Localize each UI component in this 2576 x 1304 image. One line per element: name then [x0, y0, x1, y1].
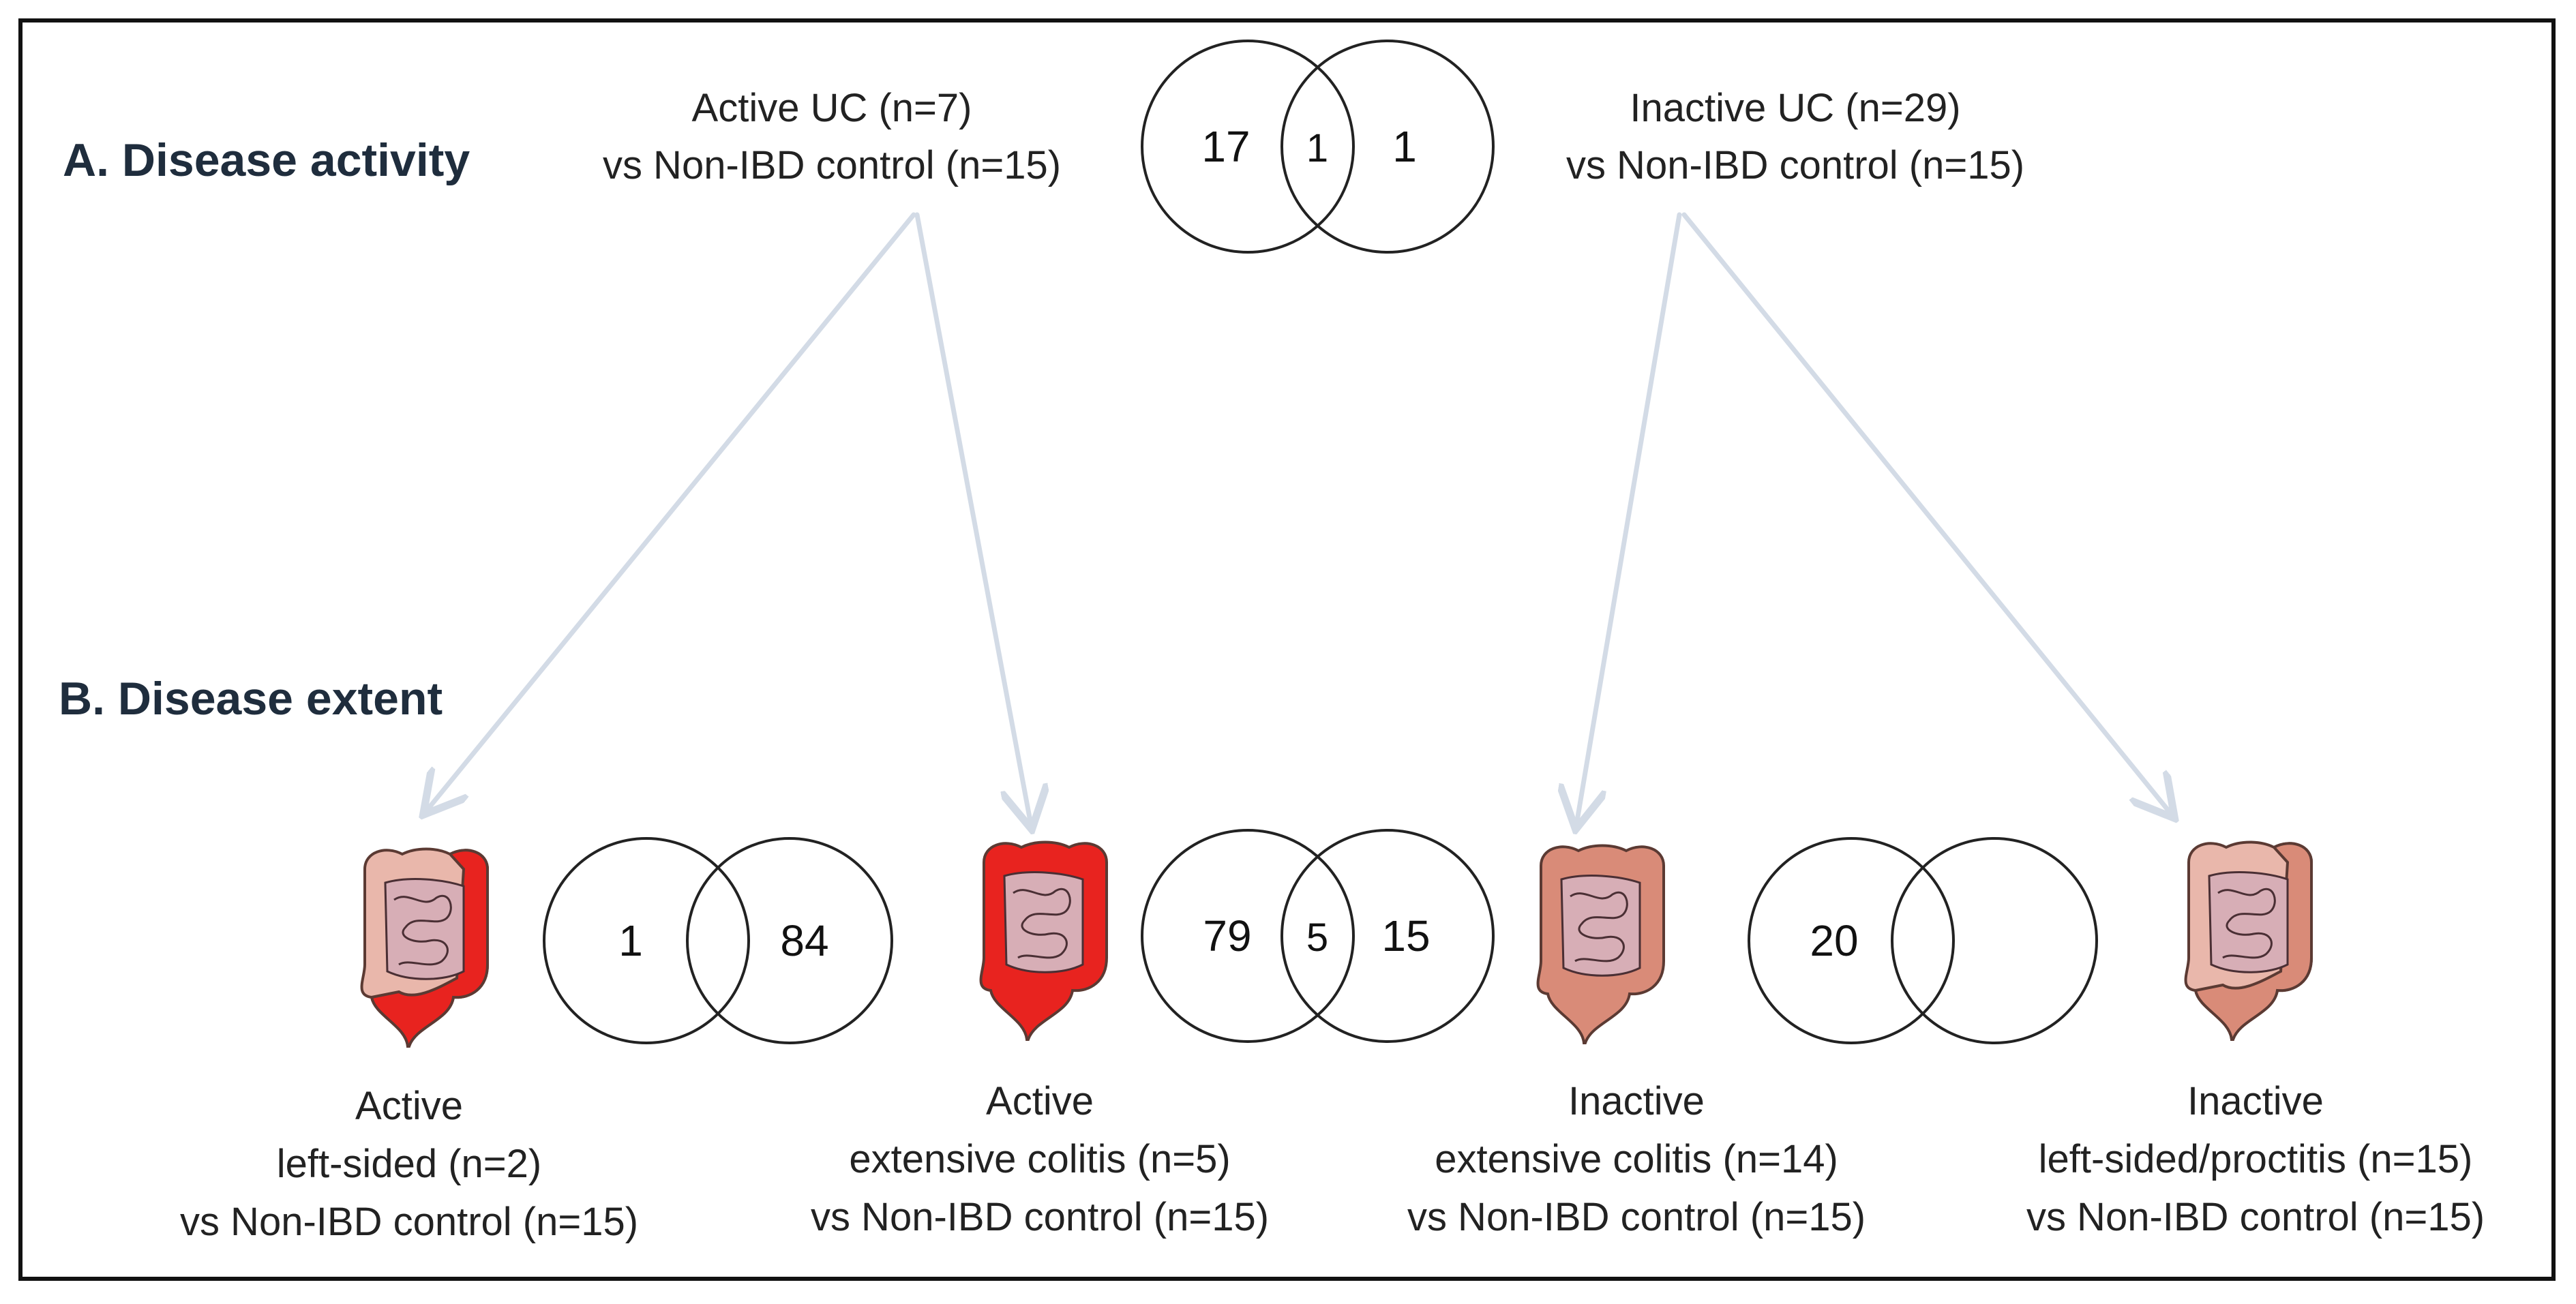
venn-extent-2-overlap-count: 5: [1306, 915, 1328, 960]
active-uc-label-line-2: vs Non-IBD control (n=15): [603, 143, 1061, 187]
group-label-inactive-left-sided: Inactive left-sided/proctitis (n=15) vs …: [2026, 1079, 2485, 1239]
inactive-uc-label: Inactive UC (n=29) vs Non-IBD control (n…: [1566, 86, 2024, 187]
figure-border: [18, 18, 2556, 1281]
group-1-line-3: vs Non-IBD control (n=15): [180, 1200, 638, 1244]
arrow-to-active-left-sided: [426, 212, 916, 811]
venn-extent-1-left-circle: [543, 837, 750, 1044]
venn-extent-2-left-circle: [1141, 829, 1355, 1043]
active-uc-label-line-1: Active UC (n=7): [692, 86, 972, 130]
section-title-extent: B. Disease extent: [59, 673, 443, 725]
venn-extent-2-right-circle: [1280, 829, 1495, 1043]
venn-extent-1-right-circle: [686, 837, 893, 1044]
group-1-line-1: Active: [355, 1084, 463, 1128]
inactive-uc-label-line-1: Inactive UC (n=29): [1630, 86, 1960, 130]
venn-extent-2: 79 5 15: [1141, 829, 1495, 1043]
inactive-uc-label-line-2: vs Non-IBD control (n=15): [1566, 143, 2024, 187]
venn-extent-1-left-count: 1: [618, 916, 643, 965]
group-label-active-extensive: Active extensive colitis (n=5) vs Non-IB…: [811, 1079, 1269, 1239]
colon-icon-active-extensive: [979, 840, 1108, 1041]
group-2-line-3: vs Non-IBD control (n=15): [811, 1195, 1269, 1239]
venn-extent-3: 20: [1748, 837, 2098, 1044]
arrow-to-inactive-extensive: [1576, 212, 1682, 825]
venn-extent-3-right-circle: [1891, 837, 2098, 1044]
venn-activity-left-count: 17: [1201, 122, 1250, 171]
group-2-line-2: extensive colitis (n=5): [849, 1137, 1230, 1181]
group-4-line-1: Inactive: [2187, 1079, 2324, 1123]
section-title-activity: A. Disease activity: [63, 134, 470, 186]
group-1-line-2: left-sided (n=2): [277, 1142, 541, 1186]
venn-extent-2-left-count: 79: [1203, 911, 1251, 960]
group-3-line-3: vs Non-IBD control (n=15): [1407, 1195, 1866, 1239]
group-2-line-1: Active: [986, 1079, 1094, 1123]
venn-activity-right-circle: [1280, 40, 1495, 254]
venn-extent-2-right-count: 15: [1381, 911, 1430, 960]
venn-activity: 17 1 1: [1141, 40, 1495, 254]
venn-extent-1: 1 84: [543, 837, 893, 1044]
venn-extent-3-left-circle: [1748, 837, 1955, 1044]
arrows: [426, 212, 2172, 825]
colon-icon-inactive-left-sided: [2184, 840, 2313, 1041]
arrow-to-inactive-left-sided: [1681, 212, 2172, 815]
group-label-active-left-sided: Active left-sided (n=2) vs Non-IBD contr…: [180, 1084, 638, 1244]
group-3-line-1: Inactive: [1568, 1079, 1705, 1123]
venn-extent-3-left-count: 20: [1810, 916, 1858, 965]
arrow-to-active-extensive: [914, 212, 1031, 825]
group-label-inactive-extensive: Inactive extensive colitis (n=14) vs Non…: [1407, 1079, 1866, 1239]
group-3-line-2: extensive colitis (n=14): [1435, 1137, 1838, 1181]
colon-icon-inactive-extensive: [1536, 844, 1665, 1044]
group-4-line-2: left-sided/proctitis (n=15): [2039, 1137, 2473, 1181]
venn-extent-1-right-count: 84: [780, 916, 828, 965]
active-uc-label: Active UC (n=7) vs Non-IBD control (n=15…: [603, 86, 1061, 187]
venn-activity-left-circle: [1141, 40, 1355, 254]
group-4-line-3: vs Non-IBD control (n=15): [2026, 1195, 2485, 1239]
venn-activity-overlap-count: 1: [1306, 126, 1328, 170]
venn-activity-right-count: 1: [1392, 122, 1417, 171]
colon-icon-active-left-sided: [360, 847, 489, 1048]
